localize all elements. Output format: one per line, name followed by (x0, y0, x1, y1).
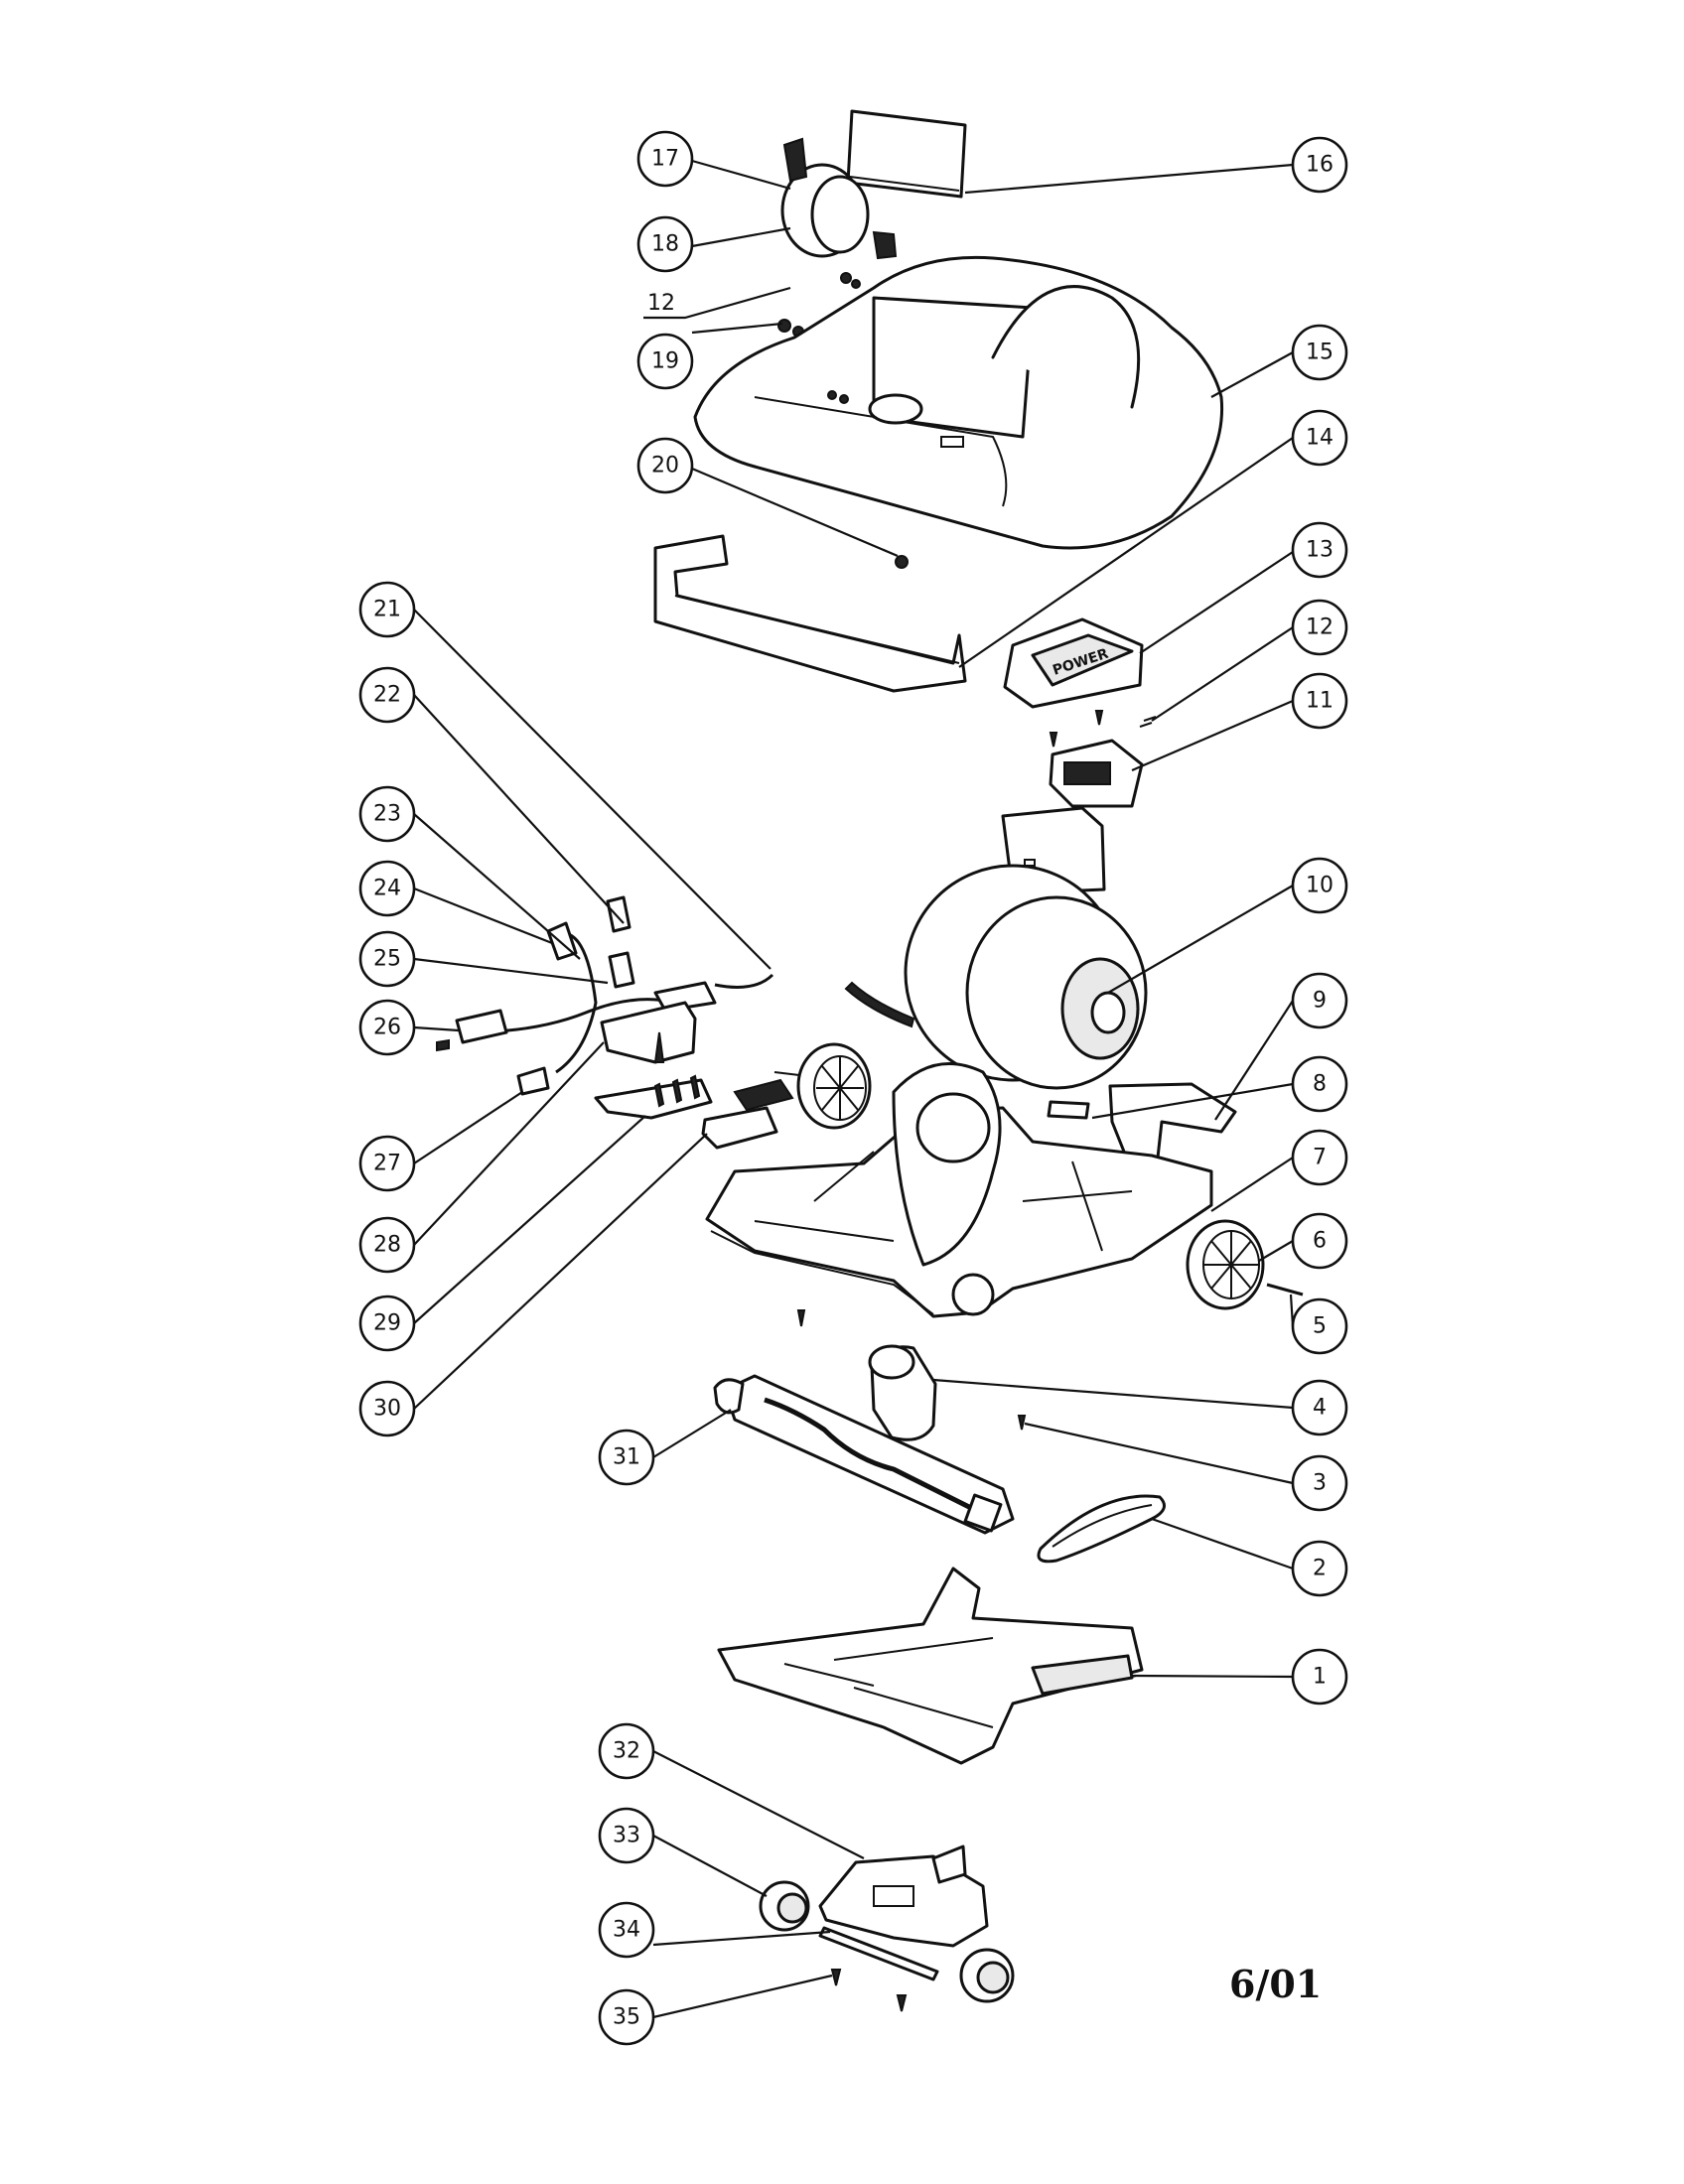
callout-27-label: 27 (373, 1152, 401, 1176)
callout-8-label: 8 (1313, 1072, 1327, 1097)
callout-34: 34 (598, 1901, 655, 1959)
part-15-hood (693, 255, 1224, 569)
callout-35: 35 (598, 1988, 655, 2046)
part-32-caster-bracket (818, 1844, 989, 1948)
callout-4-label: 4 (1313, 1396, 1327, 1421)
callout-29-label: 29 (373, 1311, 401, 1336)
callout-24: 24 (358, 860, 416, 917)
callout-5-label: 5 (1313, 1314, 1327, 1339)
part-11-12-switch-parts (1049, 710, 1157, 808)
date-stamp: 6/01 (1229, 1962, 1322, 2006)
callout-20-label: 20 (651, 454, 679, 478)
callout-19-label: 19 (651, 349, 679, 374)
callout-18-label: 18 (651, 232, 679, 257)
callout-24-label: 24 (373, 877, 401, 901)
callout-7-label: 7 (1313, 1146, 1327, 1170)
part-8-plate (1047, 1100, 1090, 1120)
callout-22-label: 22 (373, 683, 401, 708)
callout-22: 22 (358, 666, 416, 724)
callout-17-label: 17 (651, 147, 679, 172)
callout-31-label: 31 (613, 1445, 640, 1470)
callout-13-label: 13 (1306, 538, 1333, 563)
callout-14: 14 (1291, 409, 1348, 467)
part-31-brush-roll (713, 1374, 1015, 1535)
callout-14-label: 14 (1306, 426, 1333, 451)
callout-21: 21 (358, 581, 416, 638)
plain-label-12: 12 (643, 286, 791, 320)
callout-27: 27 (358, 1135, 416, 1192)
callout-12-label: 12 (1306, 615, 1333, 640)
callout-31: 31 (598, 1429, 655, 1486)
part-14-bumper (653, 534, 967, 693)
part-2-belt (1037, 1494, 1166, 1564)
callout-9-label: 9 (1313, 989, 1327, 1014)
callout-25: 25 (358, 930, 416, 988)
part-3-screws (796, 1309, 1027, 1431)
base-housing (705, 1062, 1213, 1318)
callout-26-label: 26 (373, 1016, 401, 1040)
callout-5: 5 (1291, 1297, 1348, 1355)
callout-2-label: 2 (1313, 1557, 1327, 1581)
callout-23-label: 23 (373, 802, 401, 827)
part-29-30-terminal-filter (594, 1074, 794, 1150)
callout-32-label: 32 (613, 1739, 640, 1764)
callout-11-label: 11 (1306, 689, 1333, 714)
callout-6: 6 (1291, 1212, 1348, 1270)
part-17-18-ring-tube (780, 137, 898, 260)
part-16-handle-cover (846, 109, 967, 199)
plain-label-12-text: 12 (647, 291, 675, 316)
callout-4: 4 (1291, 1379, 1348, 1436)
callout-34-label: 34 (613, 1918, 640, 1943)
callout-1: 1 (1291, 1648, 1348, 1706)
callout-16: 16 (1291, 136, 1348, 194)
callout-20: 20 (636, 437, 694, 494)
callout-2: 2 (1291, 1540, 1348, 1597)
callout-12: 12 (1291, 599, 1348, 656)
callout-32: 32 (598, 1722, 655, 1780)
callout-7: 7 (1291, 1129, 1348, 1186)
caster-wheel-right (959, 1948, 1015, 2003)
part-13-switch-cover: POWER (1003, 617, 1144, 709)
wiring-harness-21-27 (436, 895, 774, 1096)
callout-35-label: 35 (613, 2005, 640, 2030)
callout-26: 26 (358, 999, 416, 1056)
callout-33-label: 33 (613, 1824, 640, 1848)
callout-3-label: 3 (1313, 1471, 1327, 1496)
callout-6-label: 6 (1313, 1229, 1327, 1254)
callout-13: 13 (1291, 521, 1348, 579)
callout-19: 19 (636, 333, 694, 390)
callout-9: 9 (1291, 972, 1348, 1029)
callout-15: 15 (1291, 324, 1348, 381)
callout-33: 33 (598, 1807, 655, 1864)
callout-28: 28 (358, 1216, 416, 1274)
callout-21-label: 21 (373, 598, 401, 622)
part-35-screws (830, 1969, 908, 2012)
callout-15-label: 15 (1306, 341, 1333, 365)
callout-17: 17 (636, 130, 694, 188)
part-1-bottom-plate (717, 1567, 1144, 1765)
callout-11: 11 (1291, 672, 1348, 730)
callout-29: 29 (358, 1295, 416, 1352)
callout-16-label: 16 (1306, 153, 1333, 178)
part-4-nozzle (868, 1344, 937, 1441)
callout-23: 23 (358, 785, 416, 843)
callout-18: 18 (636, 215, 694, 273)
callout-10-label: 10 (1306, 874, 1333, 898)
part-6-5-wheel-right (1186, 1219, 1304, 1310)
callout-25-label: 25 (373, 947, 401, 972)
callout-8: 8 (1291, 1055, 1348, 1113)
callout-3: 3 (1291, 1454, 1348, 1512)
callout-10: 10 (1291, 857, 1348, 914)
part-28-switch-box (600, 1001, 697, 1064)
callout-28-label: 28 (373, 1233, 401, 1258)
part-9-latch (1108, 1082, 1237, 1163)
part-7-wheel-left (773, 1042, 872, 1130)
callout-30: 30 (358, 1380, 416, 1437)
part-10-motor (844, 806, 1148, 1090)
part-33-caster-wheel-left (759, 1880, 810, 1932)
callout-1-label: 1 (1313, 1665, 1327, 1690)
leader-lines (413, 159, 1295, 2019)
callout-30-label: 30 (373, 1397, 401, 1422)
